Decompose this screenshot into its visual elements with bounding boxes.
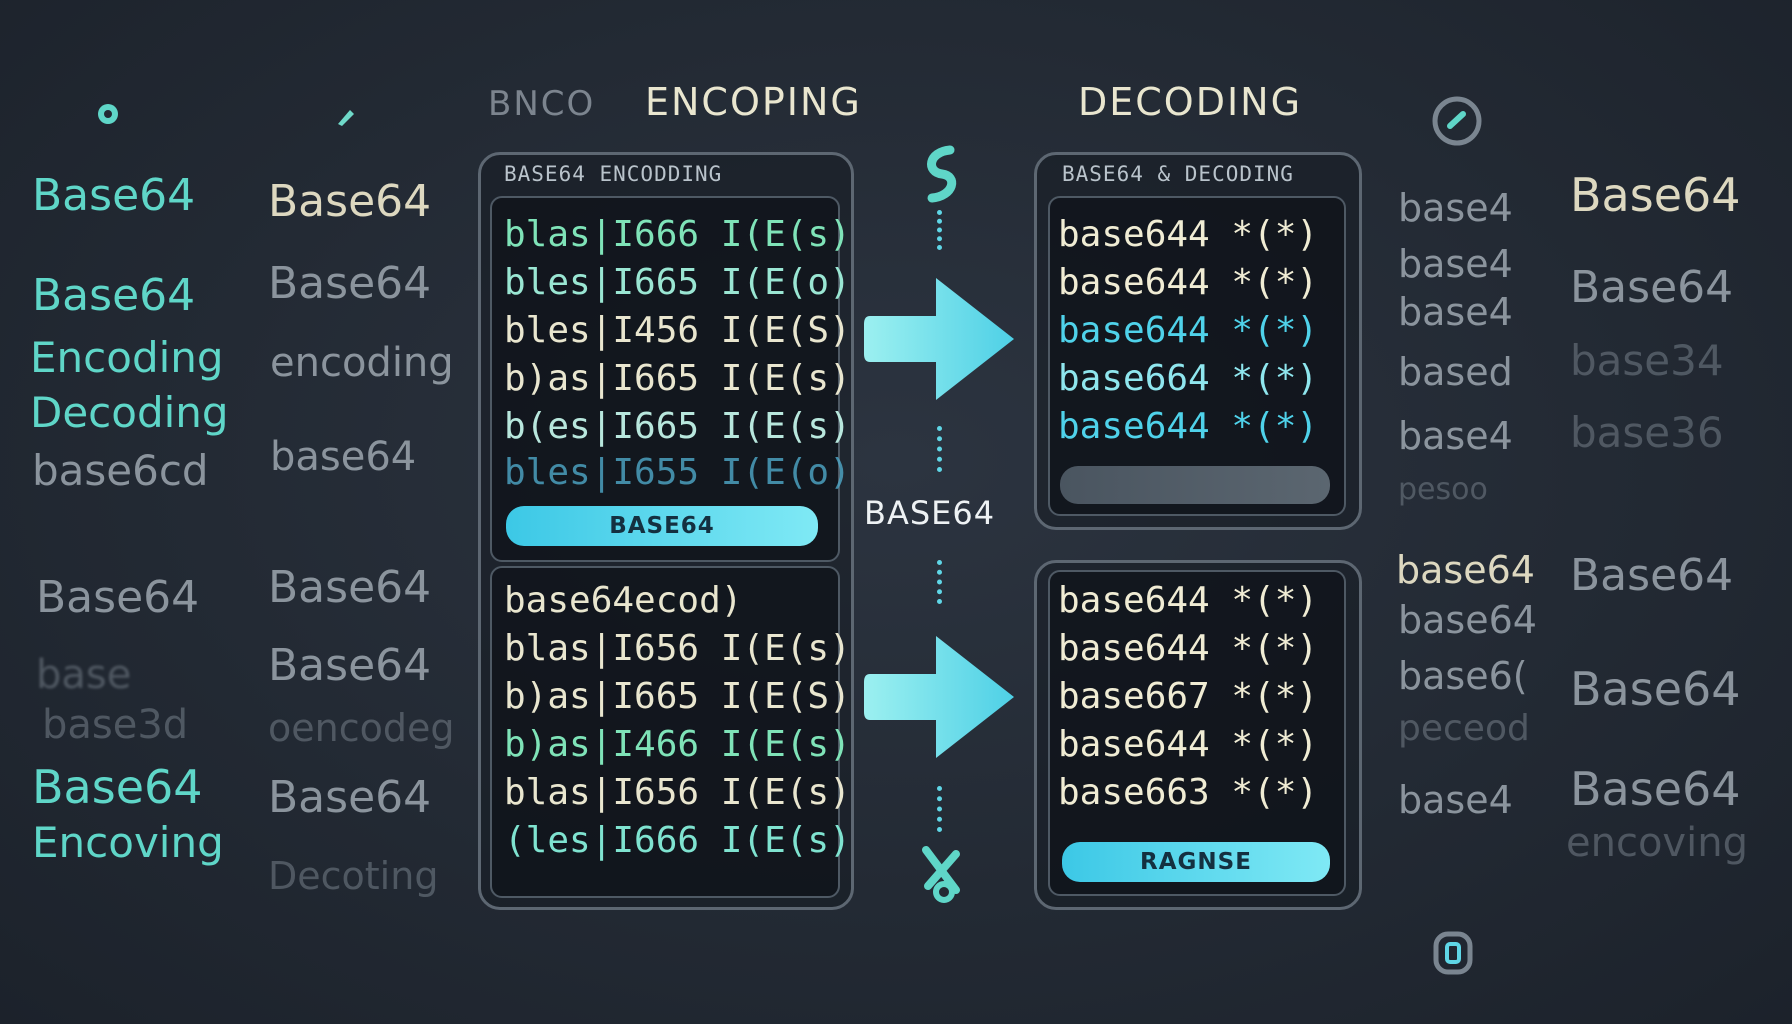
encode-line: bles|I655 I(E(o) xyxy=(504,452,851,493)
left-word: Decoding xyxy=(30,388,229,437)
left-word: base3d xyxy=(42,702,189,748)
right-word: base64 xyxy=(1396,548,1535,592)
encode-line: bles|I456 I(E(S) xyxy=(504,310,851,351)
unlink-icon xyxy=(922,846,960,903)
header-faded-label: BNCO xyxy=(488,84,596,124)
drop-icon xyxy=(98,104,118,124)
left-word: base xyxy=(36,652,132,698)
right-word-b: Base64 xyxy=(1570,550,1734,601)
encode-line: b)as|I466 I(E(s) xyxy=(504,724,851,765)
encode-line: blas|I666 I(E(s) xyxy=(504,214,851,255)
right-word: base4 xyxy=(1398,242,1513,286)
encode-to-decode-arrow-bottom xyxy=(864,636,1014,758)
left-word: Base64 xyxy=(36,572,200,623)
middle-base64-label: BASE64 xyxy=(864,494,996,532)
encode-to-decode-arrow-top xyxy=(864,278,1014,400)
decoding-heading: DECODING xyxy=(1078,80,1303,124)
connector-line xyxy=(937,426,948,472)
decode-line: base644 *(*) xyxy=(1058,214,1319,255)
left-word: Encoding xyxy=(30,333,224,382)
right-word-b: Base64 xyxy=(1570,662,1741,716)
right-word: based xyxy=(1398,350,1513,394)
right-word-b: encoving xyxy=(1566,820,1748,866)
left-word-b: Base64 xyxy=(268,772,432,823)
left-word-b: Base64 xyxy=(268,640,432,691)
decode-line: base664 *(*) xyxy=(1058,358,1319,399)
left-word-b: Base64 xyxy=(268,176,432,227)
right-word: base4 xyxy=(1398,290,1513,334)
left-word-b: Base64 xyxy=(268,562,432,613)
left-word: Base64 xyxy=(32,170,196,221)
left-word: base6cd xyxy=(32,446,209,495)
left-word-b: Decoting xyxy=(268,854,439,898)
encode-code-box-bottom xyxy=(490,566,840,898)
decode-panel-title: BASE64 & DECODING xyxy=(1062,162,1294,186)
encode-line: blas|I656 I(E(s) xyxy=(504,628,851,669)
decode-empty-field[interactable] xyxy=(1060,466,1330,504)
right-word-b: Base64 xyxy=(1570,168,1741,222)
left-word-b: base64 xyxy=(270,434,417,480)
decode-code-box-bottom xyxy=(1048,570,1346,896)
lock-icon[interactable] xyxy=(1430,928,1476,978)
encoding-heading: ENCOPING xyxy=(645,80,862,124)
left-word-b: Base64 xyxy=(268,258,432,309)
connector-line xyxy=(937,560,948,604)
decode-line: base644 *(*) xyxy=(1058,580,1319,621)
decode-line: base644 *(*) xyxy=(1058,406,1319,447)
connector-line xyxy=(937,210,948,250)
right-word-b: Base64 xyxy=(1570,762,1741,816)
connector-line xyxy=(937,786,948,832)
right-word: base4 xyxy=(1398,778,1513,822)
right-word-b: base34 xyxy=(1570,336,1724,385)
decode-code-box-top xyxy=(1048,196,1346,516)
encode-line: bles|I665 I(E(o) xyxy=(504,262,851,303)
left-word-b: oencodeg xyxy=(268,706,455,750)
encode-panel-title: BASE64 ENCODDING xyxy=(504,162,723,186)
decode-line: base644 *(*) xyxy=(1058,628,1319,669)
encode-line: base64ecod) xyxy=(504,580,743,621)
right-word-b: base36 xyxy=(1570,408,1724,457)
decode-line: base663 *(*) xyxy=(1058,772,1319,813)
encode-line: b)as|I665 I(E(S) xyxy=(504,676,851,717)
decode-line: base644 *(*) xyxy=(1058,310,1319,351)
encode-line: b)as|I665 I(E(s) xyxy=(504,358,851,399)
right-word: base64 xyxy=(1398,598,1537,642)
right-word: peceod xyxy=(1398,708,1530,749)
left-word: Encoving xyxy=(32,818,224,867)
decode-action-button[interactable]: RAGNSE xyxy=(1062,842,1330,882)
right-word: base4 xyxy=(1398,186,1513,230)
encode-base64-button[interactable]: BASE64 xyxy=(506,506,818,546)
clock-icon[interactable] xyxy=(1430,94,1484,148)
link-icon xyxy=(927,145,957,203)
right-word: base6( xyxy=(1398,654,1528,698)
decode-line: base644 *(*) xyxy=(1058,262,1319,303)
right-word-b: Base64 xyxy=(1570,262,1734,313)
encode-line: (les|I666 I(E(s) xyxy=(504,820,851,861)
encode-line: b(es|I665 I(E(s) xyxy=(504,406,851,447)
right-word: base4 xyxy=(1398,414,1513,458)
decode-line: base667 *(*) xyxy=(1058,676,1319,717)
encode-code-box-top xyxy=(490,196,840,562)
encode-line: blas|I656 I(E(s) xyxy=(504,772,851,813)
pen-icon xyxy=(338,110,354,126)
left-word: Base64 xyxy=(32,270,196,321)
left-word-b: encoding xyxy=(270,340,454,386)
decode-line: base644 *(*) xyxy=(1058,724,1319,765)
left-word: Base64 xyxy=(32,760,203,814)
right-word: pesoo xyxy=(1398,472,1488,507)
